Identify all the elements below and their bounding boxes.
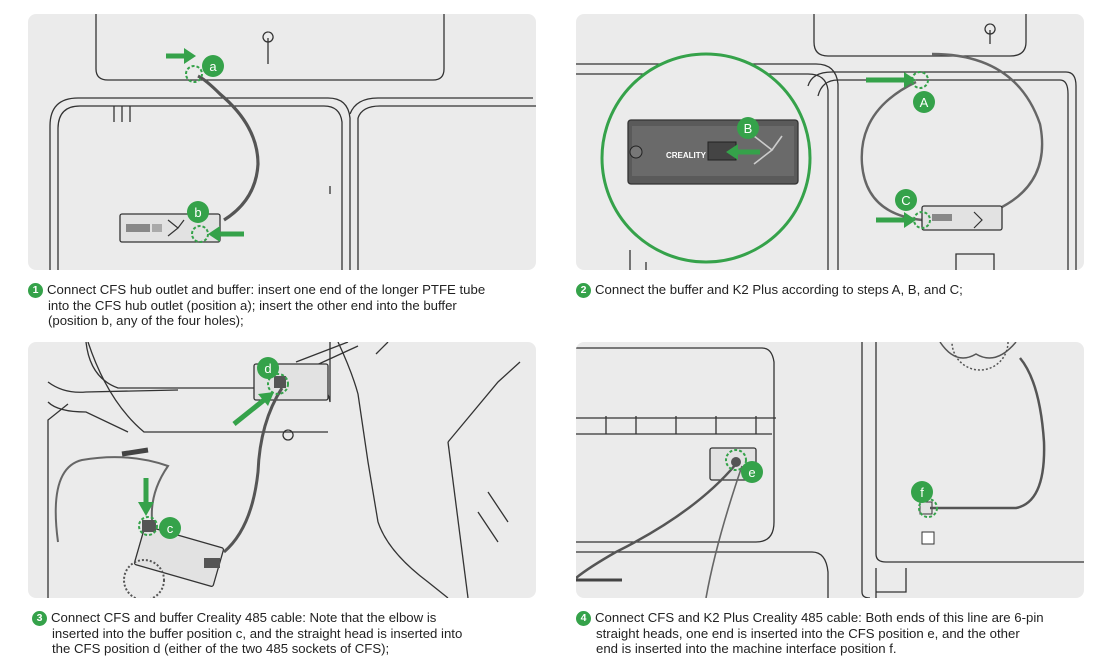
step-number-badge: 3 <box>32 611 47 626</box>
marker-A: A <box>913 91 935 113</box>
step-number-badge: 1 <box>28 283 43 298</box>
svg-text:a: a <box>209 59 217 74</box>
svg-text:A: A <box>920 95 929 110</box>
marker-B: B <box>737 117 759 139</box>
svg-text:B: B <box>744 121 753 136</box>
marker-c: c <box>159 517 181 539</box>
svg-text:e: e <box>748 465 755 480</box>
step-number-badge: 4 <box>576 611 591 626</box>
illustration-panel-1: a b <box>28 14 536 270</box>
cfs-to-k2-plus-cable-illustration: e f <box>576 342 1084 598</box>
marker-b: b <box>187 201 209 223</box>
svg-text:C: C <box>901 193 910 208</box>
marker-e: e <box>741 461 763 483</box>
buffer-cable-illustration: c d <box>47 342 521 598</box>
marker-a: a <box>202 55 224 77</box>
marker-C: C <box>895 189 917 211</box>
svg-text:f: f <box>920 485 924 500</box>
illustration-panel-3: c d <box>28 342 536 598</box>
illustration-panel-2: CREALITY A B C <box>576 14 1084 270</box>
step-number-badge: 2 <box>576 283 591 298</box>
svg-text:c: c <box>167 521 174 536</box>
svg-text:b: b <box>194 205 201 220</box>
illustration-panel-4: e f <box>576 342 1084 598</box>
cfs-hub-to-buffer-illustration: a b <box>49 14 536 270</box>
svg-text:d: d <box>264 361 271 376</box>
svg-text:CREALITY: CREALITY <box>666 151 707 160</box>
buffer-to-k2-plus-illustration: CREALITY A B C <box>576 14 1077 270</box>
marker-f: f <box>911 481 933 503</box>
marker-d: d <box>257 357 279 379</box>
